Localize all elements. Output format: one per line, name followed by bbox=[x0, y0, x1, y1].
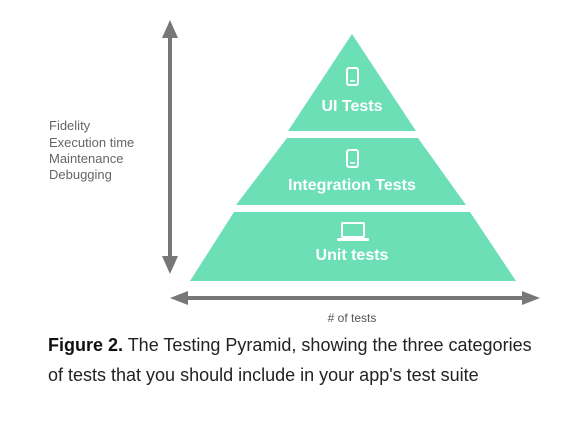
vertical-axis-label-maintenance: Maintenance bbox=[49, 151, 123, 166]
tier-label-unit-tests: Unit tests bbox=[316, 247, 389, 264]
vertical-axis-label-debugging: Debugging bbox=[49, 167, 112, 182]
horizontal-arrow-head-right bbox=[522, 291, 540, 305]
tier-integration-tests bbox=[236, 138, 466, 205]
figure-caption: Figure 2. The Testing Pyramid, showing t… bbox=[48, 330, 548, 390]
tier-unit-tests bbox=[190, 212, 516, 281]
horizontal-axis-label: # of tests bbox=[328, 311, 377, 325]
vertical-arrow-head-up bbox=[162, 20, 178, 38]
phone-icon bbox=[346, 149, 359, 168]
pyramid bbox=[190, 34, 516, 281]
horizontal-arrow-head-left bbox=[170, 291, 188, 305]
vertical-arrow-head-down bbox=[162, 256, 178, 274]
vertical-axis-label-execution-time: Execution time bbox=[49, 135, 134, 150]
tier-label-ui-tests: UI Tests bbox=[321, 98, 382, 115]
tier-ui-tests bbox=[288, 34, 416, 131]
vertical-arrow bbox=[162, 20, 178, 274]
horizontal-arrow bbox=[170, 291, 540, 305]
testing-pyramid-diagram: Fidelity Execution time Maintenance Debu… bbox=[49, 20, 540, 325]
figure-caption-label: Figure 2. bbox=[48, 335, 124, 355]
tier-label-integration-tests: Integration Tests bbox=[288, 177, 416, 194]
figure-caption-text: The Testing Pyramid, showing the three c… bbox=[48, 335, 532, 385]
vertical-axis-label-fidelity: Fidelity bbox=[49, 118, 91, 133]
vertical-axis-labels: Fidelity Execution time Maintenance Debu… bbox=[49, 118, 134, 182]
laptop-icon bbox=[337, 222, 369, 241]
phone-icon bbox=[346, 67, 359, 86]
